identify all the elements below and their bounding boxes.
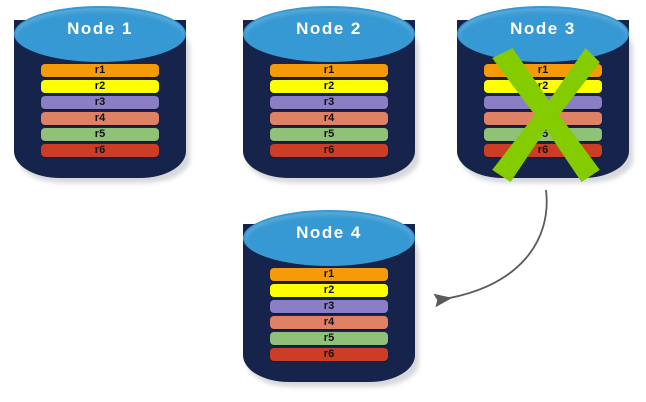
row-r2[interactable]: r2 [41, 80, 159, 93]
row-r2-label: r2 [323, 80, 335, 92]
node-4[interactable]: Node 4 r1 r2 r3 r4 r5 r6 [243, 210, 419, 387]
row-r2[interactable]: r2 [270, 284, 388, 297]
row-r5-label: r5 [94, 128, 106, 140]
node-1-rows: r1 r2 r3 r4 r5 r6 [14, 64, 186, 157]
row-r6-label: r6 [94, 144, 106, 156]
row-r4[interactable]: r4 [270, 112, 388, 125]
row-r3-label: r3 [323, 300, 335, 312]
row-r4[interactable]: r4 [41, 112, 159, 125]
row-r5[interactable]: r5 [270, 128, 388, 141]
row-r1[interactable]: r1 [270, 64, 388, 77]
node-2[interactable]: Node 2 r1 r2 r3 r4 r5 r6 [243, 6, 419, 183]
row-r3-label: r3 [323, 96, 335, 108]
cylinder-top-ellipse [457, 6, 629, 62]
cylinder-top-inner [459, 8, 627, 60]
row-r5-label: r5 [323, 128, 335, 140]
node-4-rows: r1 r2 r3 r4 r5 r6 [243, 268, 415, 361]
row-r6[interactable]: r6 [41, 144, 159, 157]
failover-arrow-path [433, 189, 548, 308]
row-r1-label: r1 [323, 268, 335, 280]
row-r5[interactable]: r5 [41, 128, 159, 141]
row-r1-label: r1 [94, 64, 106, 76]
row-r4[interactable]: r4 [270, 316, 388, 329]
row-r6[interactable]: r6 [270, 144, 388, 157]
row-r1[interactable]: r1 [41, 64, 159, 77]
node-failure-cross-icon [492, 48, 600, 182]
cylinder-top-ellipse [243, 210, 415, 266]
row-r4-label: r4 [94, 112, 106, 124]
row-r2-label: r2 [323, 284, 335, 296]
row-r6[interactable]: r6 [270, 348, 388, 361]
row-r2-label: r2 [537, 80, 549, 92]
cylinder-top-inner [245, 212, 413, 264]
row-r6-label: r6 [323, 144, 335, 156]
cylinder-top-inner [16, 8, 184, 60]
row-r4-label: r4 [323, 316, 335, 328]
row-r2-label: r2 [94, 80, 106, 92]
cylinder-top-inner [245, 8, 413, 60]
row-r2[interactable]: r2 [270, 80, 388, 93]
cylinder-top-ellipse [243, 6, 415, 62]
row-r1[interactable]: r1 [270, 268, 388, 281]
row-r3[interactable]: r3 [270, 300, 388, 313]
row-r6-label: r6 [323, 348, 335, 360]
row-r5-label: r5 [323, 332, 335, 344]
row-r1-label: r1 [537, 64, 549, 76]
row-r6-label: r6 [537, 144, 549, 156]
row-r4-label: r4 [323, 112, 335, 124]
row-r5[interactable]: r5 [270, 332, 388, 345]
row-r5-label: r5 [537, 128, 549, 140]
row-r3-label: r3 [94, 96, 106, 108]
row-r3[interactable]: r3 [270, 96, 388, 109]
node-3[interactable]: Node 3 r1 r2 r3 r4 r5 r6 [457, 6, 633, 183]
node-2-rows: r1 r2 r3 r4 r5 r6 [243, 64, 415, 157]
row-r1-label: r1 [323, 64, 335, 76]
row-r3[interactable]: r3 [41, 96, 159, 109]
node-1[interactable]: Node 1 r1 r2 r3 r4 r5 r6 [14, 6, 190, 183]
cylinder-top-ellipse [14, 6, 186, 62]
